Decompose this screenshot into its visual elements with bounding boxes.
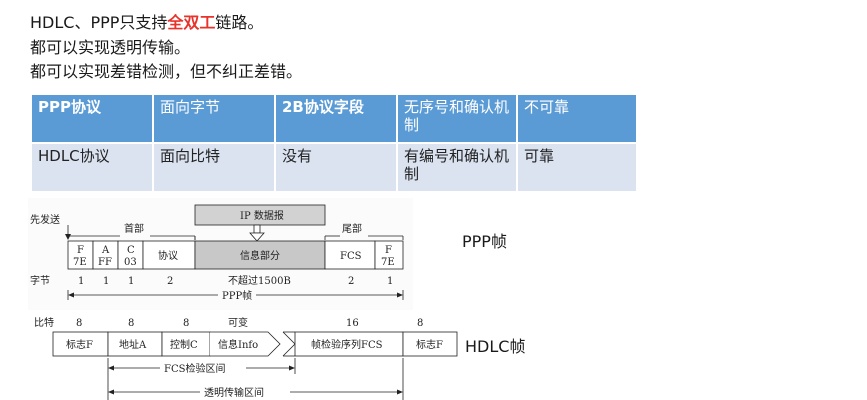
table-cell: 无序号和确认机制 (398, 95, 516, 142)
table-row: HDLC协议 面向比特 没有 有编号和确认机制 可靠 (32, 142, 636, 191)
field-text: 标志F (66, 338, 93, 351)
field-text: F (385, 245, 392, 256)
field-text: FF (98, 257, 112, 268)
byte-value: 1 (103, 276, 109, 287)
transparent-range-label: 透明传输区间 (204, 386, 264, 399)
text-line-2: 都可以实现透明传输。 (30, 38, 191, 57)
hdlc-frame-caption: HDLC帧 (465, 337, 526, 356)
table-cell: 2B协议字段 (276, 95, 396, 142)
text-line-1: HDLC、PPP只支持全双工链路。 (30, 13, 263, 33)
field-text: 地址A (119, 338, 147, 351)
comparison-table: PPP协议 面向字节 2B协议字段 无序号和确认机制 不可靠 HDLC协议 面向… (30, 95, 638, 191)
ppp-field-f-end (374, 240, 404, 270)
field-text: 03 (124, 257, 137, 268)
byte-value: 1 (78, 276, 84, 287)
first-send-label: 先发送 (30, 213, 60, 226)
field-text: 帧检验序列FCS (311, 338, 383, 351)
field-text: 信息Info (218, 338, 258, 351)
ppp-field-a (92, 240, 119, 270)
field-text: F (77, 245, 84, 256)
bit-label: 比特 (34, 317, 54, 329)
field-text: 标志F (416, 338, 443, 351)
bit-value: 16 (346, 318, 359, 329)
full-duplex-highlight: 全双工 (167, 13, 216, 32)
table-cell: PPP协议 (32, 95, 152, 142)
byte-label: 字节 (30, 274, 50, 287)
byte-value: 2 (348, 276, 354, 287)
ppp-frame-diagram: 先发送 首部 IP 数据报 尾部 F 7E A FF C 03 协议 信息部分 … (28, 198, 413, 310)
table-cell: 没有 (276, 142, 396, 191)
hdlc-field-flag-end (402, 331, 458, 357)
line1-suffix: 链路。 (215, 13, 264, 32)
ppp-frame-span-label: PPP帧 (222, 289, 252, 302)
field-text: 7E (73, 257, 87, 268)
fcs-range-label: FCS检验区间 (164, 362, 225, 375)
trailer-label: 尾部 (342, 222, 362, 235)
field-text: 7E (381, 257, 395, 268)
table-cell: 面向字节 (154, 95, 274, 142)
table-cell: 可靠 (518, 142, 636, 191)
field-text: FCS (340, 251, 362, 262)
text-line-3: 都可以实现差错检测，但不纠正差错。 (30, 62, 303, 81)
ppp-frame-caption: PPP帧 (462, 232, 507, 251)
field-text: 信息部分 (240, 249, 280, 262)
hdlc-field-fcs (294, 331, 404, 357)
hdlc-field-flag (52, 331, 109, 357)
byte-value: 1 (387, 276, 393, 287)
byte-value: 1 (128, 276, 134, 287)
field-text: C (127, 245, 135, 256)
line1-prefix: HDLC、PPP只支持 (30, 13, 168, 32)
table-cell: 面向比特 (154, 142, 274, 191)
table-header-row: PPP协议 面向字节 2B协议字段 无序号和确认机制 不可靠 (32, 95, 636, 142)
bit-value: 8 (128, 318, 134, 329)
bit-value: 8 (417, 318, 423, 329)
hdlc-field-info (210, 331, 281, 357)
field-text: 协议 (158, 249, 178, 262)
ppp-field-fcs (324, 240, 376, 270)
table-cell: 不可靠 (518, 95, 636, 142)
header-label: 首部 (124, 222, 144, 235)
hdlc-field-address (107, 331, 163, 357)
byte-value: 2 (167, 276, 173, 287)
byte-value: 不超过1500B (228, 274, 291, 287)
bit-value: 8 (183, 318, 189, 329)
ppp-field-protocol (142, 240, 196, 270)
field-text: A (101, 245, 110, 256)
bit-value: 8 (76, 318, 82, 329)
field-text: 控制C (170, 338, 198, 351)
hdlc-field-control (161, 331, 211, 357)
table-cell: 有编号和确认机制 (398, 142, 516, 191)
hdlc-frame-diagram: 比特 8 8 8 可变 16 8 标志F 地址A 控制C 信息Info 帧检验序… (34, 316, 458, 400)
bit-value: 可变 (228, 316, 248, 329)
table-cell: HDLC协议 (32, 142, 152, 191)
ip-datagram-label: IP 数据报 (240, 209, 284, 222)
